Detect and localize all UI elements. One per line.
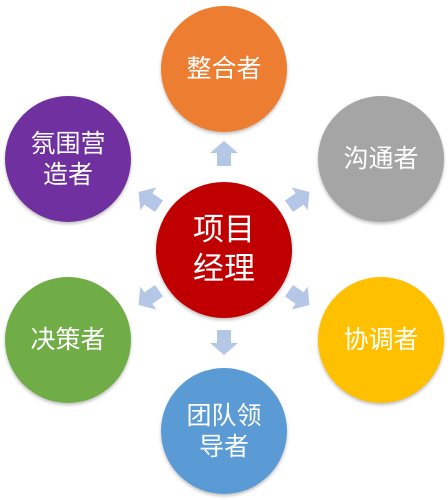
node-project-manager: 项目 经理: [156, 182, 292, 318]
node-integrator: 整合者: [161, 6, 287, 132]
node-communicator: 沟通者: [318, 96, 444, 222]
arrow-down-right-icon: [284, 284, 310, 310]
node-atmosphere-builder: 氛围营 造者: [5, 96, 131, 222]
node-atmosphere-builder-label: 氛围营 造者: [30, 128, 106, 189]
node-team-leader: 团队领 导者: [161, 368, 287, 494]
node-decision-maker-label: 决策者: [30, 325, 106, 355]
node-coordinator: 协调者: [318, 277, 444, 403]
node-integrator-label: 整合者: [186, 54, 262, 84]
arrow-up-right-icon: [284, 187, 310, 213]
arrow-up-icon: [210, 141, 238, 166]
arrow-up-left-icon: [138, 187, 164, 213]
arrow-down-icon: [210, 330, 238, 355]
node-communicator-label: 沟通者: [343, 144, 419, 174]
arrow-down-left-icon: [138, 284, 164, 310]
node-coordinator-label: 协调者: [343, 325, 419, 355]
node-team-leader-label: 团队领 导者: [186, 400, 262, 461]
node-project-manager-label: 项目 经理: [193, 212, 255, 287]
node-decision-maker: 决策者: [5, 277, 131, 403]
